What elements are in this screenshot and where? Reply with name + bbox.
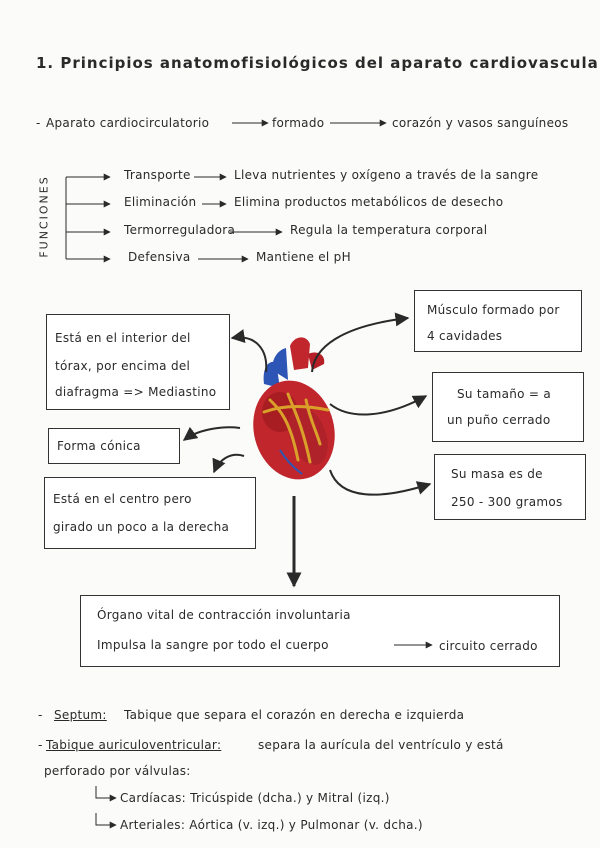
arrow-to-conica	[184, 427, 240, 440]
arrow-to-tamano	[330, 396, 426, 414]
valve-arrow-1	[96, 786, 116, 798]
arrow-to-centro	[214, 455, 244, 472]
arrow-to-interior	[232, 337, 266, 372]
valve-arrow-2	[96, 813, 116, 825]
functions-brace	[66, 177, 110, 259]
arrow-to-musculo	[312, 318, 408, 372]
arrow-to-masa	[330, 470, 430, 495]
function-arrows	[194, 177, 282, 259]
heart-illustration	[242, 337, 345, 488]
